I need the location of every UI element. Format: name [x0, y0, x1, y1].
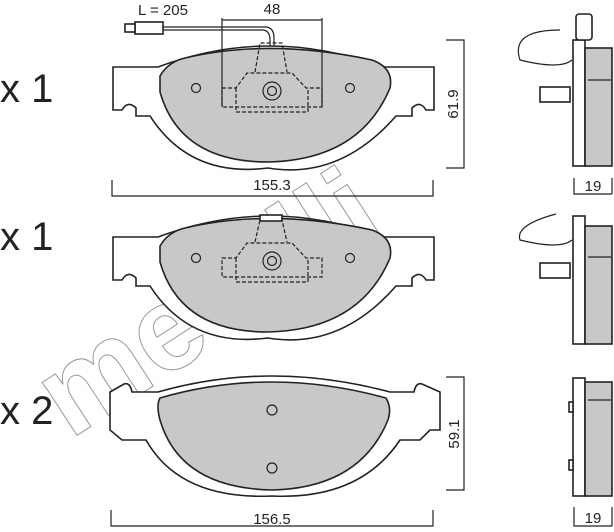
wire-length-label: L = 205: [138, 2, 188, 19]
pad-2-quantity: x 1: [0, 215, 53, 259]
pad-3-thickness-label: 19: [585, 510, 602, 527]
pad-1-thickness-label: 19: [585, 178, 602, 195]
pad-1-front-view: [112, 18, 435, 171]
pad-1-quantity: x 1: [0, 67, 53, 111]
pad-1-width-label: 155.3: [253, 177, 291, 194]
pad-3-height-label: 59.1: [446, 419, 463, 448]
pad-1-side-view: [517, 13, 613, 167]
pad-1-height-label: 61.9: [445, 89, 462, 118]
pad-3-quantity: x 2: [0, 389, 53, 433]
sensor-width-label: 48: [264, 1, 281, 18]
pad-2-side-view: [518, 213, 613, 345]
pad-3-width-label: 156.5: [253, 511, 291, 528]
pad-2-front-view: [112, 214, 435, 341]
pad-3-side-view: [568, 377, 613, 497]
pad-3-front-view: [109, 375, 441, 498]
